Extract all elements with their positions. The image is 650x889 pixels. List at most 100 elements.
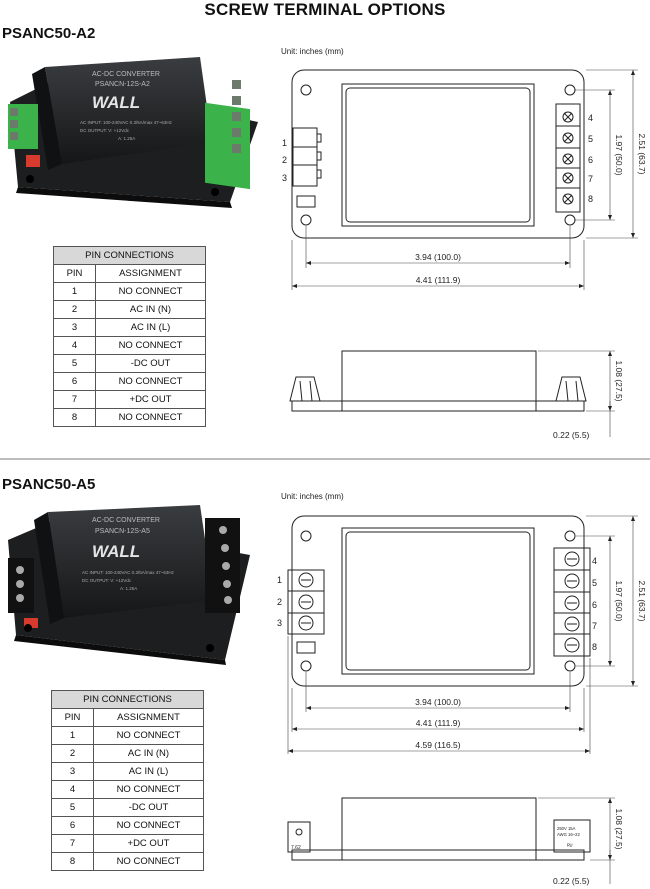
pin-col-header: PIN: [51, 708, 94, 727]
photo-brand-logo: WALL: [92, 93, 140, 112]
dim-inner-height: 1.97 (50.0): [614, 580, 624, 621]
photo-label-line2: PSANCN-12S-A2: [95, 81, 150, 88]
left-pin-label: 3: [282, 173, 287, 183]
photo-label-line5: A: 1.25A: [120, 586, 137, 591]
pin-assignment: NO CONNECT: [95, 408, 206, 427]
pin-assignment: +DC OUT: [95, 390, 206, 409]
pin-assignment: -DC OUT: [93, 798, 204, 817]
dim-inner-height: 1.97 (50.0): [614, 134, 624, 175]
pin-number: 8: [53, 408, 96, 427]
photo-label-line2: PSANCN-12S-A5: [95, 528, 150, 535]
pin-number: 2: [53, 300, 96, 319]
right-pin-label: 6: [588, 155, 593, 165]
pin-number: 2: [51, 744, 94, 763]
unit-label-a5: Unit: inches (mm): [281, 492, 344, 501]
photo-label-line5: A: 1.25A: [118, 136, 135, 141]
page-title: SCREW TERMINAL OPTIONS: [204, 0, 446, 19]
right-pin-label: 8: [588, 194, 593, 204]
side-view-drawing-a5: 7.62 250V 15A AWG 16~22 ᴿᵁ 1.08 (27.5) 0…: [287, 797, 624, 886]
unit-label-a2: Unit: inches (mm): [281, 47, 344, 56]
product-photo-a2: AC-DC CONVERTER PSANCN-12S-A2 WALL AC IN…: [8, 57, 258, 208]
terminal-rating-line1: 250V 15A: [557, 826, 576, 831]
right-pin-label: 6: [592, 600, 597, 610]
pin-number: 8: [51, 852, 94, 871]
pin-number: 6: [51, 816, 94, 835]
pin-number: 3: [53, 318, 96, 337]
dim-outer-height: 2.51 (63.7): [637, 580, 647, 621]
ul-mark-icon: ᴿᵁ: [567, 843, 573, 850]
left-pin-label: 3: [277, 618, 282, 628]
table-row: 7+DC OUT: [53, 390, 206, 409]
left-pin-label: 2: [282, 155, 287, 165]
pin-col-header: PIN: [53, 264, 96, 283]
right-pin-label: 5: [588, 134, 593, 144]
photo-label-line4: DC OUTPUT: V: +12Vdc: [80, 128, 130, 133]
pin-assignment: -DC OUT: [95, 354, 206, 373]
model-title-a5: PSANC50-A5: [2, 476, 96, 493]
pin-table-caption: PIN CONNECTIONS: [51, 690, 204, 709]
table-row: 5-DC OUT: [51, 798, 204, 817]
pin-assignment: NO CONNECT: [93, 726, 204, 745]
pin-number: 7: [53, 390, 96, 409]
dim-side-base: 0.22 (5.5): [553, 876, 590, 886]
dim-outer-width: 4.41 (111.9): [416, 275, 461, 285]
section-divider: [0, 458, 650, 460]
table-row: 5-DC OUT: [53, 354, 206, 373]
pin-number: 6: [53, 372, 96, 391]
right-pin-label: 8: [592, 642, 597, 652]
right-pin-label: 5: [592, 578, 597, 588]
dim-inner-width: 3.94 (100.0): [415, 252, 461, 262]
pin-assignment: AC IN (L): [95, 318, 206, 337]
top-view-drawing-a2: 1 2 3 4 5 6 7 8 3.94 (100.0) 4.41 (111.9…: [282, 69, 647, 290]
pin-number: 3: [51, 762, 94, 781]
dim-outer-width: 4.41 (111.9): [416, 718, 461, 728]
pin-assignment: NO CONNECT: [95, 372, 206, 391]
pin-assignment: +DC OUT: [93, 834, 204, 853]
photo-brand-logo: WALL: [92, 542, 140, 561]
pin-assignment: NO CONNECT: [95, 282, 206, 301]
assignment-col-header: ASSIGNMENT: [93, 708, 204, 727]
dim-overall-width: 4.59 (116.5): [415, 740, 460, 750]
side-view-drawing-a2: 1.08 (27.5) 0.22 (5.5): [289, 350, 624, 440]
pin-number: 4: [51, 780, 94, 799]
model-title-a2: PSANC50-A2: [2, 25, 96, 42]
pin-number: 7: [51, 834, 94, 853]
pin-number: 5: [53, 354, 96, 373]
pin-assignment: AC IN (N): [93, 744, 204, 763]
dim-side-base: 0.22 (5.5): [553, 430, 590, 440]
terminal-pitch-label: 7.62: [291, 845, 301, 851]
right-pin-label: 4: [592, 556, 597, 566]
dim-outer-height: 2.51 (63.7): [637, 133, 647, 174]
pin-table-caption: PIN CONNECTIONS: [53, 246, 206, 265]
right-pin-label: 7: [588, 174, 593, 184]
pin-assignment: NO CONNECT: [93, 852, 204, 871]
photo-label-line1: AC-DC CONVERTER: [92, 517, 160, 524]
left-pin-label: 1: [282, 138, 287, 148]
pin-assignment: NO CONNECT: [93, 780, 204, 799]
left-pin-label: 2: [277, 597, 282, 607]
right-pin-label: 4: [588, 113, 593, 123]
photo-label-line3: AC INPUT: 100-240VAC 0.3/5A/max 47~63Hz: [80, 120, 173, 125]
pin-assignment: AC IN (L): [93, 762, 204, 781]
assignment-col-header: ASSIGNMENT: [95, 264, 206, 283]
product-photo-a5: AC-DC CONVERTER PSANCN-12S-A5 WALL AC IN…: [8, 505, 250, 665]
right-pin-label: 7: [592, 621, 597, 631]
pin-assignment: AC IN (N): [95, 300, 206, 319]
table-row: 7+DC OUT: [51, 834, 204, 853]
photo-label-line4: DC OUTPUT: V: +12Vdc: [82, 578, 132, 583]
pin-number: 5: [51, 798, 94, 817]
